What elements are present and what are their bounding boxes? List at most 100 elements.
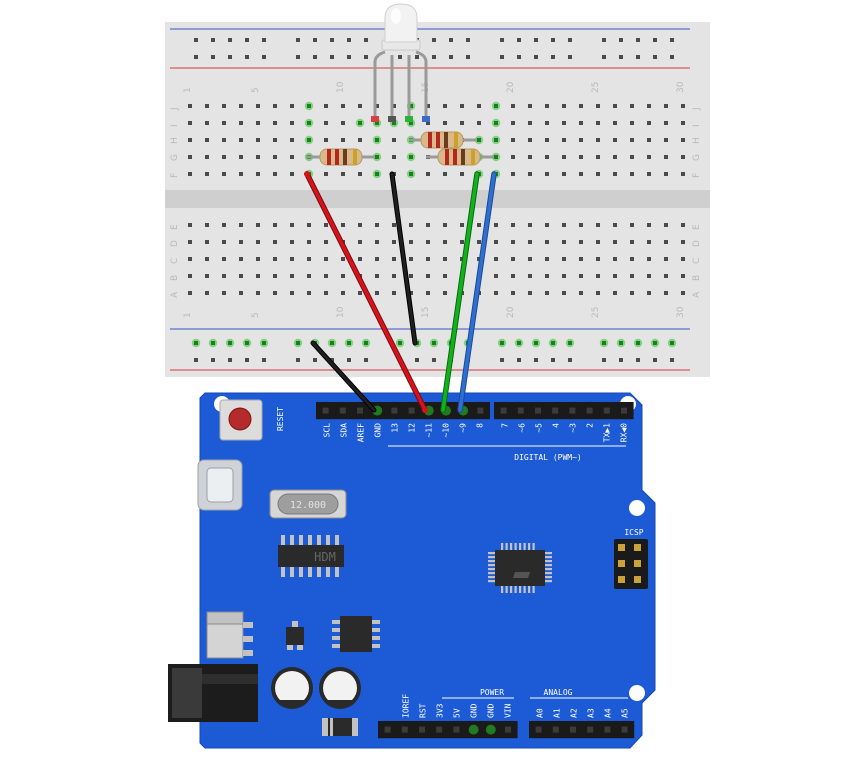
bb-hole-bottom-2-22[interactable]	[545, 257, 549, 261]
bb-hole-bottom-2-11[interactable]	[358, 257, 362, 261]
reset-button[interactable]	[219, 399, 263, 441]
bb-hole-top-3-26[interactable]	[613, 155, 617, 159]
rail-top-1-0-3[interactable]	[245, 55, 249, 59]
power-header-pin-0[interactable]	[384, 726, 391, 733]
bb-hole-top-2-24[interactable]	[579, 138, 583, 142]
bb-hole-top-1-11[interactable]	[358, 121, 362, 125]
bb-hole-bottom-0-16[interactable]	[443, 223, 447, 227]
bb-hole-bottom-2-7[interactable]	[290, 257, 294, 261]
bb-hole-top-3-29[interactable]	[664, 155, 668, 159]
bb-hole-bottom-2-1[interactable]	[188, 257, 192, 261]
bb-hole-top-2-2[interactable]	[205, 138, 209, 142]
rail-top-1-0-2[interactable]	[228, 55, 232, 59]
bb-hole-bottom-4-19[interactable]	[494, 291, 498, 295]
bb-hole-top-4-17[interactable]	[460, 172, 464, 176]
bb-hole-top-3-22[interactable]	[545, 155, 549, 159]
bb-hole-top-1-6[interactable]	[273, 121, 277, 125]
rail-bottom-0-1-2[interactable]	[330, 341, 334, 345]
rail-top-0-2-3[interactable]	[449, 38, 453, 42]
bb-hole-bottom-1-15[interactable]	[426, 240, 430, 244]
rail-bottom-1-4-2[interactable]	[636, 358, 640, 362]
bb-hole-bottom-2-27[interactable]	[630, 257, 634, 261]
rail-top-1-3-3[interactable]	[551, 55, 555, 59]
bb-hole-top-0-26[interactable]	[613, 104, 617, 108]
bb-hole-top-0-29[interactable]	[664, 104, 668, 108]
bb-hole-top-4-27[interactable]	[630, 172, 634, 176]
rail-top-0-4-2[interactable]	[636, 38, 640, 42]
icsp-pin-2-1[interactable]	[634, 576, 641, 583]
bb-hole-bottom-2-13[interactable]	[392, 257, 396, 261]
bb-hole-top-0-24[interactable]	[579, 104, 583, 108]
rail-top-0-3-3[interactable]	[551, 38, 555, 42]
bb-hole-top-0-23[interactable]	[562, 104, 566, 108]
bb-hole-bottom-4-13[interactable]	[392, 291, 396, 295]
rail-top-0-2-2[interactable]	[432, 38, 436, 42]
bb-hole-top-1-4[interactable]	[239, 121, 243, 125]
rail-top-0-4-4[interactable]	[670, 38, 674, 42]
bb-hole-top-2-1[interactable]	[188, 138, 192, 142]
bb-hole-top-3-4[interactable]	[239, 155, 243, 159]
rail-top-0-4-3[interactable]	[653, 38, 657, 42]
bb-hole-bottom-2-28[interactable]	[647, 257, 651, 261]
bb-hole-bottom-4-28[interactable]	[647, 291, 651, 295]
bb-hole-bottom-3-26[interactable]	[613, 274, 617, 278]
bb-hole-bottom-3-4[interactable]	[239, 274, 243, 278]
rail-bottom-1-0-3[interactable]	[245, 358, 249, 362]
bb-hole-top-2-3[interactable]	[222, 138, 226, 142]
bb-hole-top-1-7[interactable]	[290, 121, 294, 125]
bb-hole-bottom-1-24[interactable]	[579, 240, 583, 244]
bb-hole-top-0-11[interactable]	[358, 104, 362, 108]
bb-hole-bottom-1-28[interactable]	[647, 240, 651, 244]
bb-hole-bottom-2-16[interactable]	[443, 257, 447, 261]
bb-hole-top-2-4[interactable]	[239, 138, 243, 142]
bb-hole-bottom-0-27[interactable]	[630, 223, 634, 227]
bb-hole-top-4-6[interactable]	[273, 172, 277, 176]
bb-hole-bottom-1-12[interactable]	[375, 240, 379, 244]
bb-hole-bottom-0-18[interactable]	[477, 223, 481, 227]
bb-hole-bottom-2-10[interactable]	[341, 257, 345, 261]
bb-hole-bottom-2-29[interactable]	[664, 257, 668, 261]
bb-hole-top-1-5[interactable]	[256, 121, 260, 125]
resistor-1[interactable]	[306, 148, 375, 166]
rail-top-0-2-4[interactable]	[466, 38, 470, 42]
bb-hole-top-1-16[interactable]	[443, 121, 447, 125]
rail-bottom-1-1-3[interactable]	[347, 358, 351, 362]
bb-hole-top-0-3[interactable]	[222, 104, 226, 108]
bb-hole-bottom-2-20[interactable]	[511, 257, 515, 261]
rail-bottom-1-3-0[interactable]	[500, 358, 504, 362]
rail-top-1-1-1[interactable]	[313, 55, 317, 59]
bb-hole-bottom-3-30[interactable]	[681, 274, 685, 278]
rail-top-0-0-0[interactable]	[194, 38, 198, 42]
bb-hole-bottom-3-25[interactable]	[596, 274, 600, 278]
bb-hole-bottom-4-11[interactable]	[358, 291, 362, 295]
bb-hole-top-2-29[interactable]	[664, 138, 668, 142]
bb-hole-bottom-2-5[interactable]	[256, 257, 260, 261]
bb-hole-top-4-15[interactable]	[426, 172, 430, 176]
rail-top-1-3-0[interactable]	[500, 55, 504, 59]
bb-hole-bottom-1-26[interactable]	[613, 240, 617, 244]
analog-header-pin-1[interactable]	[552, 726, 559, 733]
bb-hole-top-3-21[interactable]	[528, 155, 532, 159]
rail-bottom-1-3-1[interactable]	[517, 358, 521, 362]
bb-hole-bottom-3-19[interactable]	[494, 274, 498, 278]
bb-hole-bottom-3-10[interactable]	[341, 274, 345, 278]
rail-bottom-0-1-3[interactable]	[347, 341, 351, 345]
header-digital-left[interactable]	[316, 402, 490, 420]
digital-left-pin-8[interactable]	[460, 407, 467, 414]
bb-hole-top-3-27[interactable]	[630, 155, 634, 159]
bb-hole-bottom-4-30[interactable]	[681, 291, 685, 295]
rail-top-0-0-2[interactable]	[228, 38, 232, 42]
bb-hole-top-1-8[interactable]	[307, 121, 311, 125]
bb-hole-bottom-2-2[interactable]	[205, 257, 209, 261]
bb-hole-bottom-0-14[interactable]	[409, 223, 413, 227]
bb-hole-top-2-8[interactable]	[307, 138, 311, 142]
bb-hole-top-4-10[interactable]	[341, 172, 345, 176]
rail-bottom-0-3-3[interactable]	[551, 341, 555, 345]
rail-top-0-3-2[interactable]	[534, 38, 538, 42]
rail-top-1-0-0[interactable]	[194, 55, 198, 59]
wire-green[interactable]	[440, 171, 480, 413]
bb-hole-top-1-27[interactable]	[630, 121, 634, 125]
bb-hole-top-3-28[interactable]	[647, 155, 651, 159]
bb-hole-bottom-4-29[interactable]	[664, 291, 668, 295]
bb-hole-bottom-2-9[interactable]	[324, 257, 328, 261]
